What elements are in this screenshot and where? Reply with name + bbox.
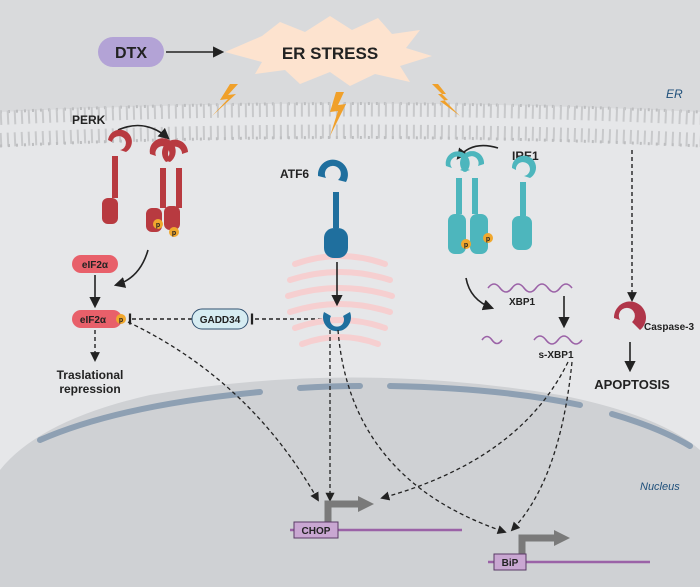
phospho-label: p — [156, 222, 160, 229]
eif2a-p-pill — [72, 310, 122, 328]
atf6-cleaved — [323, 312, 351, 332]
bip-arrowhead — [554, 530, 570, 546]
nucleus-label: Nucleus — [640, 481, 680, 493]
outcome-line2: repression — [59, 382, 120, 396]
chop-arrowhead — [358, 496, 374, 512]
apoptosis-label: APOPTOSIS — [594, 377, 670, 392]
chop-label: CHOP — [302, 526, 331, 537]
intron-fragment — [481, 335, 503, 345]
xbp1-label: XBP1 — [509, 297, 536, 308]
ire1-splicing-arrow — [465, 277, 495, 311]
outcome-line1: Traslational — [57, 368, 124, 382]
xbp1-mrna — [487, 283, 573, 293]
perk-label: PERK — [72, 113, 106, 127]
er-label: ER — [666, 87, 683, 101]
atf6-to-bip-arrow — [337, 329, 507, 534]
phospho-marker — [483, 233, 493, 243]
sxbp1-to-bip-arrow — [510, 361, 573, 532]
perk-dimer — [146, 138, 188, 232]
ire1-monomer — [511, 155, 536, 250]
gadd34-pill — [191, 308, 249, 330]
phospho-label: p — [119, 317, 123, 324]
lightning-icon — [432, 84, 460, 116]
lightning-icon — [330, 92, 346, 136]
atf6-label: ATF6 — [280, 167, 309, 181]
phospho-marker — [461, 239, 471, 249]
er-stress-burst — [225, 16, 432, 86]
gadd34-label: GADD34 — [200, 315, 241, 326]
sxbp1-label: s-XBP1 — [538, 350, 573, 361]
phospho-label: p — [464, 242, 468, 249]
perk-dimerization-arrow — [117, 124, 170, 140]
caspase-label: Caspase-3 — [644, 322, 694, 333]
nucleus — [0, 377, 700, 587]
eif2a-pill — [72, 255, 118, 273]
bip-gene-box — [493, 553, 527, 571]
perk-monomer — [102, 129, 132, 224]
phospho-marker — [116, 314, 126, 324]
phospho-marker — [169, 227, 179, 237]
bip-promoter-arrow — [518, 534, 556, 555]
dtx-pill — [98, 37, 164, 67]
sxbp1-mrna — [533, 335, 583, 345]
eif2a-label: eIF2α — [82, 260, 109, 271]
er-stress-title: ER STRESS — [282, 44, 378, 63]
chop-gene-box — [293, 521, 339, 539]
perk-to-eif2a-arrow — [113, 249, 149, 288]
dtx-label: DTX — [115, 45, 147, 62]
phospho-marker — [153, 219, 163, 229]
phospho-label: p — [172, 230, 176, 237]
eif2a-p-label: eIF2α — [80, 315, 107, 326]
chop-promoter-arrow — [324, 500, 360, 522]
bip-label: BiP — [502, 558, 519, 569]
phospho-label: p — [486, 236, 490, 243]
caspase-3-icon — [613, 301, 646, 330]
er-membrane — [0, 102, 700, 148]
atf6-protein — [317, 159, 348, 258]
